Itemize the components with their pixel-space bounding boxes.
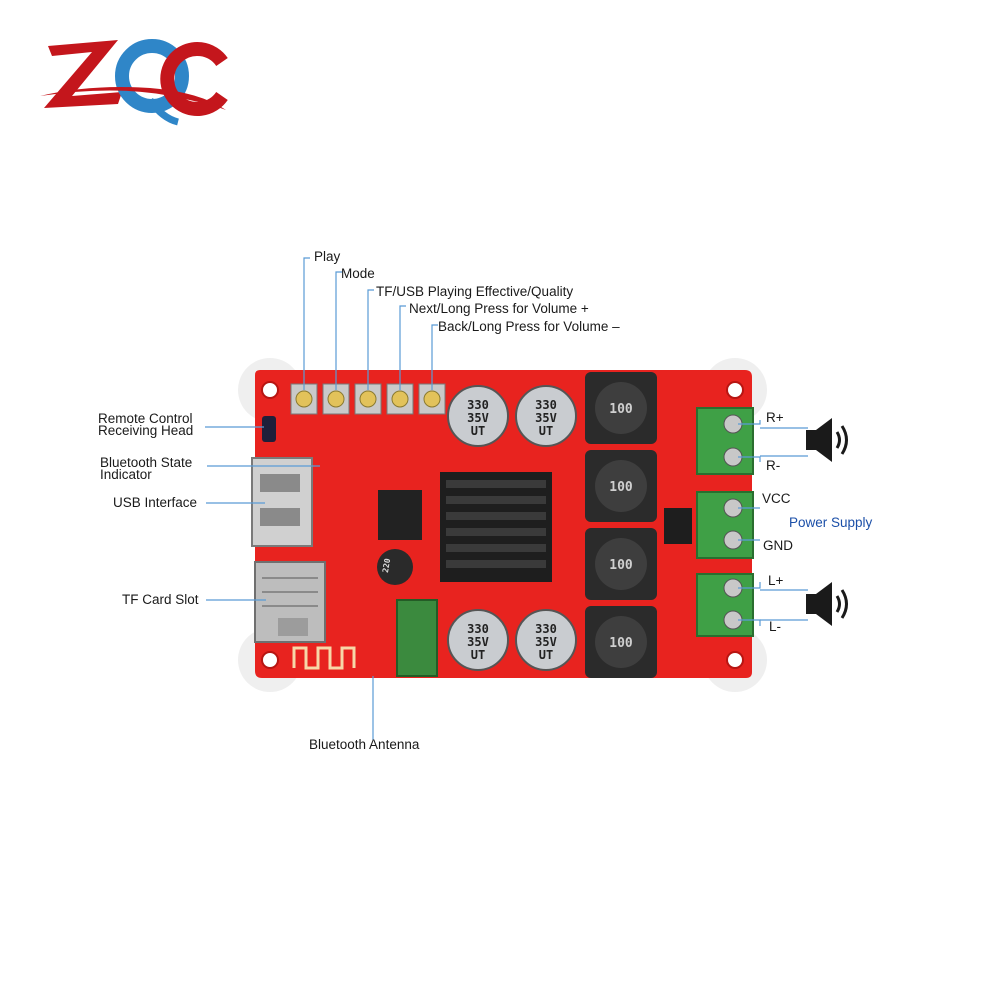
- cap-tr-brand: UT: [539, 424, 553, 438]
- capacitor-top-right: 330 35V UT: [515, 385, 577, 447]
- small-capacitor: 220: [377, 549, 413, 585]
- label-bluetooth-antenna: Bluetooth Antenna: [309, 737, 420, 752]
- inductor-3-label: 100: [609, 558, 633, 573]
- bluetooth-module: [396, 599, 438, 677]
- zqc-logo: [40, 39, 228, 126]
- cap-bl-brand: UT: [471, 648, 485, 662]
- antenna-trace: [292, 646, 356, 670]
- heatsink: [440, 472, 552, 582]
- label-gnd: GND: [763, 538, 793, 553]
- label-bluetooth-state-1: Bluetooth State: [100, 455, 193, 470]
- capacitor-bottom-right: 330 35V UT: [515, 609, 577, 671]
- logo-swoosh: [40, 87, 226, 110]
- inductor-2: 100: [585, 450, 657, 522]
- cap-tr-voltage: 35V: [535, 411, 557, 425]
- logo-q-tail: [147, 97, 180, 126]
- terminal-left-output: [696, 573, 754, 637]
- label-power-supply: Power Supply: [789, 515, 873, 530]
- logo-z: [44, 40, 122, 108]
- cap-tl-value: 330: [467, 398, 489, 412]
- capacitor-bottom-left: 330 35V UT: [447, 609, 509, 671]
- label-remote-control-1: Remote Control: [98, 411, 193, 426]
- cap-br-voltage: 35V: [535, 635, 557, 649]
- speaker-icon: [806, 582, 848, 626]
- inductor-4-label: 100: [609, 636, 633, 651]
- label-next-volume-up: Next/Long Press for Volume +: [409, 301, 589, 316]
- usb-port: [251, 457, 313, 547]
- label-tf-card-slot: TF Card Slot: [122, 592, 199, 607]
- inductor-1: 100: [585, 372, 657, 444]
- label-r-minus: R-: [766, 458, 781, 473]
- inductor-3: 100: [585, 528, 657, 600]
- label-l-plus: L+: [768, 573, 784, 588]
- speaker-icon: [806, 418, 848, 462]
- capacitor-top-left: 330 35V UT: [447, 385, 509, 447]
- pcb-mount-holes: [261, 381, 744, 669]
- cap-bl-value: 330: [467, 622, 489, 636]
- ir-receiver: [262, 416, 276, 442]
- label-remote-control-2: Receiving Head: [98, 423, 194, 438]
- power-regulator: [664, 508, 692, 544]
- label-l-minus: L-: [769, 619, 782, 634]
- label-tf-usb-quality: TF/USB Playing Effective/Quality: [376, 284, 574, 299]
- cap-tr-value: 330: [535, 398, 557, 412]
- inductor-1-label: 100: [609, 402, 633, 417]
- inductor-2-label: 100: [609, 480, 633, 495]
- cap-br-brand: UT: [539, 648, 553, 662]
- label-bluetooth-state-2: Indicator: [100, 467, 152, 482]
- tf-card-slot: [254, 561, 326, 643]
- label-mode: Mode: [341, 266, 375, 281]
- cap-tl-brand: UT: [471, 424, 485, 438]
- small-cap-label-1: 220: [381, 557, 392, 573]
- terminal-power: [696, 491, 754, 559]
- cap-tl-voltage: 35V: [467, 411, 489, 425]
- inductor-4: 100: [585, 606, 657, 678]
- logo-c: [160, 42, 228, 116]
- label-back-volume-down: Back/Long Press for Volume –: [438, 319, 620, 334]
- ic-chip: [378, 490, 422, 540]
- label-vcc: VCC: [762, 491, 791, 506]
- leader-lines: [205, 257, 808, 740]
- label-r-plus: R+: [766, 410, 784, 425]
- terminal-right-output: [696, 407, 754, 475]
- label-play: Play: [314, 249, 341, 264]
- cap-br-value: 330: [535, 622, 557, 636]
- label-usb-interface: USB Interface: [113, 495, 198, 510]
- cap-bl-voltage: 35V: [467, 635, 489, 649]
